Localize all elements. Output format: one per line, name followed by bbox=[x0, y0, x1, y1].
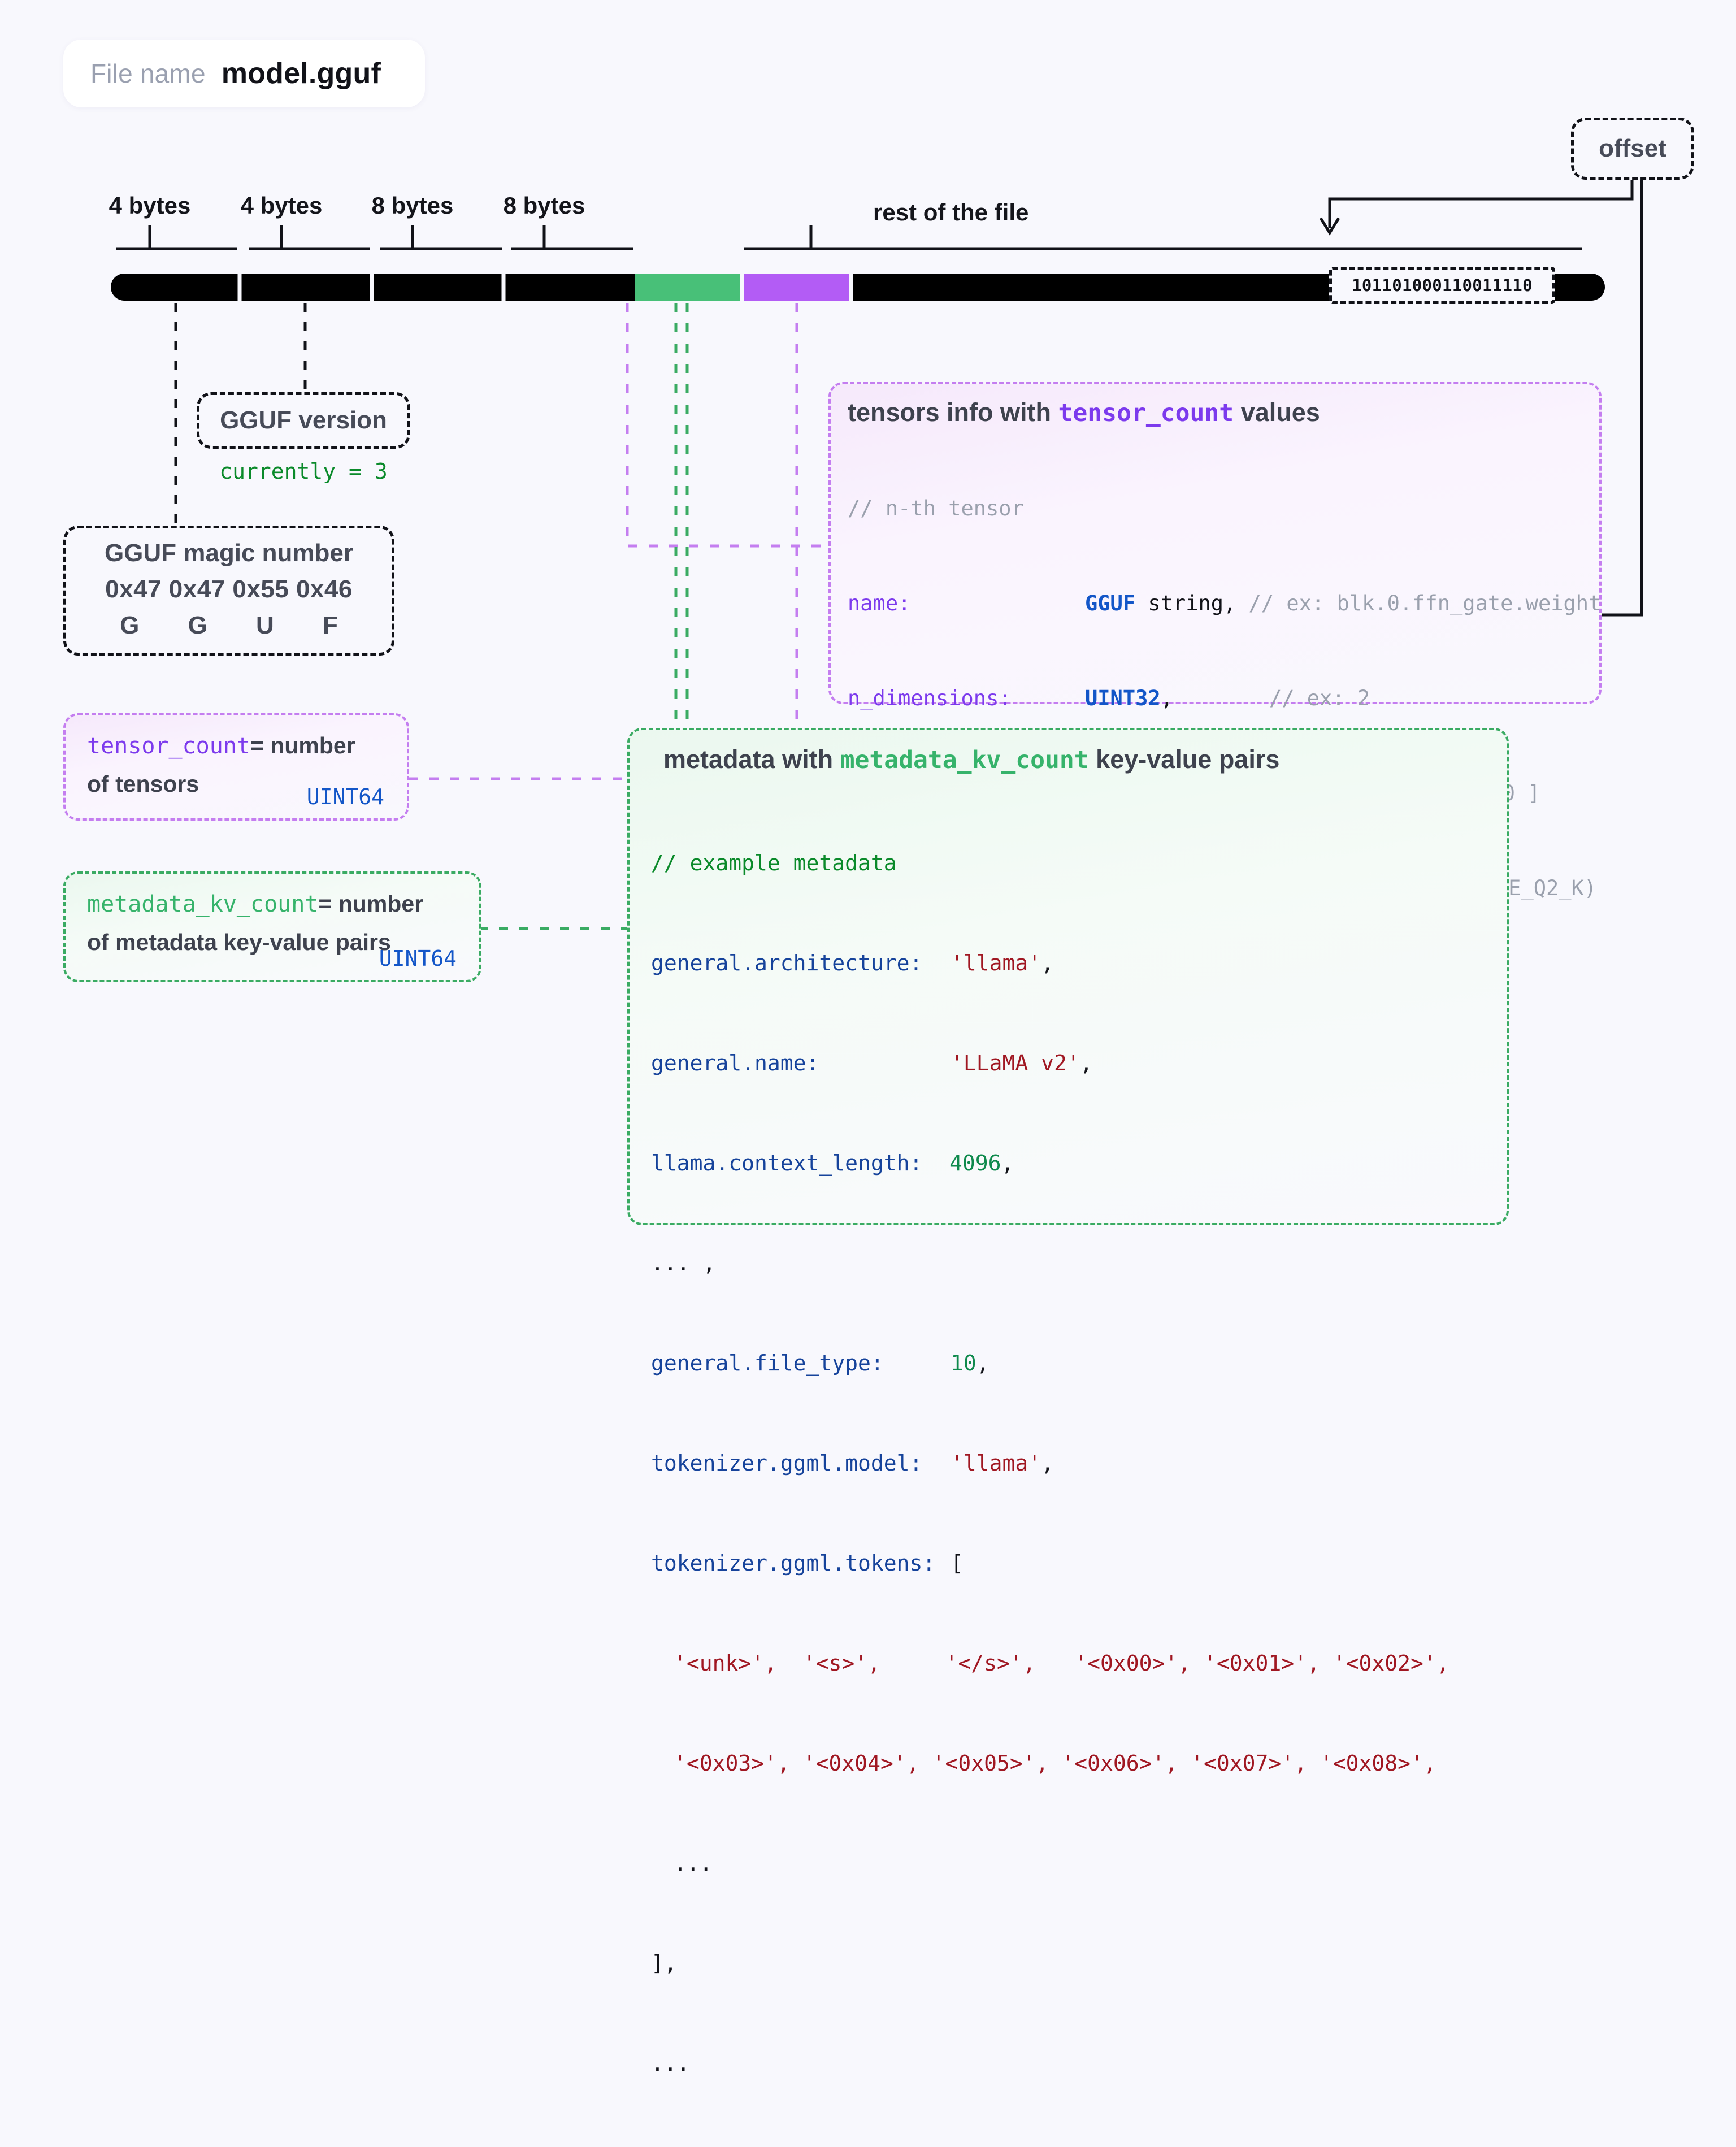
metadata-row-context-length: llama.context_length: 4096, bbox=[651, 1147, 1507, 1180]
bar-segment-tensor-count bbox=[744, 274, 849, 301]
tensors-row-name: name: GGUF string, // ex: blk.0.ffn_gate.… bbox=[848, 588, 1602, 619]
metadata-final-ellipsis: ... bbox=[651, 2051, 690, 2076]
metadata-row-architecture-value: 'llama' bbox=[951, 951, 1041, 975]
metadata-tokens-close: ], bbox=[651, 1951, 677, 1976]
metadata-row-name-key: general.name: bbox=[651, 1051, 819, 1075]
connector-kv-count-left bbox=[481, 303, 678, 930]
metadata-panel: metadata with metadata_kv_count key-valu… bbox=[627, 728, 1509, 2076]
tensor-count-eq: = number bbox=[250, 732, 355, 758]
file-name-value: model.gguf bbox=[221, 57, 381, 90]
metadata-row-name-value: 'LLaMA v2' bbox=[951, 1051, 1080, 1075]
metadata-row-tokens-key: tokenizer.ggml.tokens: bbox=[651, 1551, 936, 1576]
metadata-row-tokenizer-model-key: tokenizer.ggml.model: bbox=[651, 1451, 923, 1476]
segment-label-rest: rest of the file bbox=[873, 199, 1029, 225]
metadata-kv-count-callout: metadata_kv_count= number of metadata ke… bbox=[63, 871, 481, 982]
file-name-label: File name bbox=[90, 59, 206, 88]
connector-tensor-count-panel bbox=[626, 303, 828, 548]
file-name-pill: File name model.gguf bbox=[63, 40, 425, 107]
tensor-count-type: UINT64 bbox=[306, 784, 384, 809]
metadata-title-ident: metadata_kv_count bbox=[840, 746, 1089, 774]
tensor-count-ident: tensor_count bbox=[87, 733, 250, 759]
gguf-magic-callout: GGUF magic number 0x47 0x47 0x55 0x46 G … bbox=[63, 526, 394, 656]
tensors-row-ndims-type: UINT32 bbox=[1085, 686, 1161, 710]
metadata-comment-top: // example metadata bbox=[651, 851, 897, 875]
connector-tensor-count-left bbox=[409, 303, 798, 780]
metadata-row-tokenizer-model: tokenizer.ggml.model: 'llama', bbox=[651, 1447, 1507, 1480]
metadata-row-tokenizer-model-trail: , bbox=[1041, 1451, 1054, 1476]
gguf-version-title: GGUF version bbox=[220, 406, 387, 434]
metadata-row-context-length-trail: , bbox=[1001, 1151, 1014, 1176]
metadata-row-file-type-trail: , bbox=[976, 1351, 989, 1376]
segment-label-magic: 4 bytes bbox=[108, 192, 191, 219]
metadata-row-tokens: tokenizer.ggml.tokens: [ bbox=[651, 1547, 1507, 1580]
tensors-comment-top: // n-th tensor bbox=[848, 496, 1024, 521]
tensors-row-name-key: name: bbox=[848, 591, 911, 615]
tensor-count-callout: tensor_count= number of tensors UINT64 bbox=[63, 713, 409, 821]
metadata-tokens-line-1: '<unk>', '<s>', '</s>', '<0x00>', '<0x01… bbox=[674, 1651, 1449, 1676]
metadata-row-context-length-value: 4096 bbox=[949, 1151, 1001, 1176]
segment-label-version: 4 bytes bbox=[240, 192, 323, 219]
magic-hex: 0x47 0x47 0x55 0x46 bbox=[105, 575, 353, 603]
tensors-info-panel: tensors info with tensor_count values //… bbox=[828, 382, 1602, 1182]
metadata-tokens-ellipsis: ... bbox=[674, 1851, 713, 1876]
tensors-row-ndims-key: n_dimensions: bbox=[848, 686, 1012, 710]
magic-char-1: G bbox=[120, 611, 140, 639]
tensors-row-ndims-typerest: , bbox=[1160, 686, 1173, 710]
metadata-row-architecture: general.architecture: 'llama', bbox=[651, 947, 1507, 980]
offset-callout: offset bbox=[1571, 118, 1694, 180]
magic-chars: G G U F bbox=[66, 611, 392, 640]
metadata-row-tokenizer-model-value: 'llama' bbox=[951, 1451, 1041, 1476]
metadata-kv-count-ident: metadata_kv_count bbox=[87, 891, 319, 917]
metadata-row-file-type-key: general.file_type: bbox=[651, 1351, 884, 1376]
magic-char-2: G bbox=[188, 611, 207, 639]
metadata-kv-count-row-1: metadata_kv_count= number bbox=[87, 891, 423, 917]
offset-callout-label: offset bbox=[1599, 135, 1666, 162]
metadata-row-architecture-key: general.architecture: bbox=[651, 951, 923, 975]
tensors-title-ident: tensor_count bbox=[1058, 399, 1234, 427]
tensors-row-name-typerest: string, bbox=[1135, 591, 1236, 615]
metadata-code-block: // example metadata general.architecture… bbox=[651, 780, 1507, 2147]
tensors-row-name-type: GGUF bbox=[1085, 591, 1136, 615]
metadata-title-post: key-value pairs bbox=[1088, 745, 1280, 774]
metadata-kv-count-row-2: of metadata key-value pairs bbox=[87, 929, 391, 955]
tensors-row-name-comment: // ex: blk.0.ffn_gate.weight bbox=[1248, 591, 1602, 615]
segment-label-tensor-count: 8 bytes bbox=[371, 192, 454, 219]
tensors-row-ndims: n_dimensions: UINT32, // ex: 2 bbox=[848, 683, 1599, 714]
metadata-row-tokens-open: [ bbox=[951, 1551, 964, 1576]
bar-segment-metadata-kv-count bbox=[635, 274, 740, 301]
metadata-row-architecture-trail: , bbox=[1041, 951, 1054, 975]
gguf-version-callout: GGUF version bbox=[197, 392, 410, 449]
segment-tick-group bbox=[116, 225, 1582, 250]
tensors-title-pre: tensors info with bbox=[848, 398, 1058, 427]
metadata-kv-count-eq: = number bbox=[318, 891, 424, 917]
metadata-row-name-trail: , bbox=[1079, 1051, 1093, 1075]
file-byte-bar bbox=[111, 271, 1605, 303]
tensor-count-row-2: of tensors bbox=[87, 771, 199, 797]
metadata-tokens-line-2: '<0x03>', '<0x04>', '<0x05>', '<0x06>', … bbox=[674, 1751, 1436, 1776]
metadata-title-pre: metadata with bbox=[663, 745, 840, 774]
tensors-row-ndims-comment: // ex: 2 bbox=[1269, 686, 1370, 710]
offset-arrow-to-bar bbox=[1319, 180, 1634, 236]
offset-binary-chip: 101101000110011110 bbox=[1329, 267, 1555, 304]
magic-title: GGUF magic number bbox=[104, 539, 354, 567]
metadata-row-name: general.name: 'LLaMA v2', bbox=[651, 1047, 1507, 1080]
segment-label-kv-count: 8 bytes bbox=[503, 192, 585, 219]
metadata-row-context-length-key: llama.context_length: bbox=[651, 1151, 923, 1176]
diagram-canvas: File name model.gguf 4 bytes 4 bytes 8 b… bbox=[63, 40, 1694, 2076]
tensors-title-post: values bbox=[1234, 398, 1320, 427]
tensor-count-row-1: tensor_count= number bbox=[87, 732, 355, 759]
metadata-panel-title: metadata with metadata_kv_count key-valu… bbox=[651, 745, 1507, 774]
gguf-version-note: currently = 3 bbox=[219, 459, 388, 484]
magic-char-3: U bbox=[255, 611, 274, 639]
tensors-panel-title: tensors info with tensor_count values bbox=[848, 398, 1599, 427]
metadata-row-file-type-value: 10 bbox=[951, 1351, 976, 1376]
metadata-kv-count-type: UINT64 bbox=[379, 946, 457, 971]
metadata-row-file-type: general.file_type: 10, bbox=[651, 1347, 1507, 1380]
magic-char-4: F bbox=[322, 611, 338, 639]
